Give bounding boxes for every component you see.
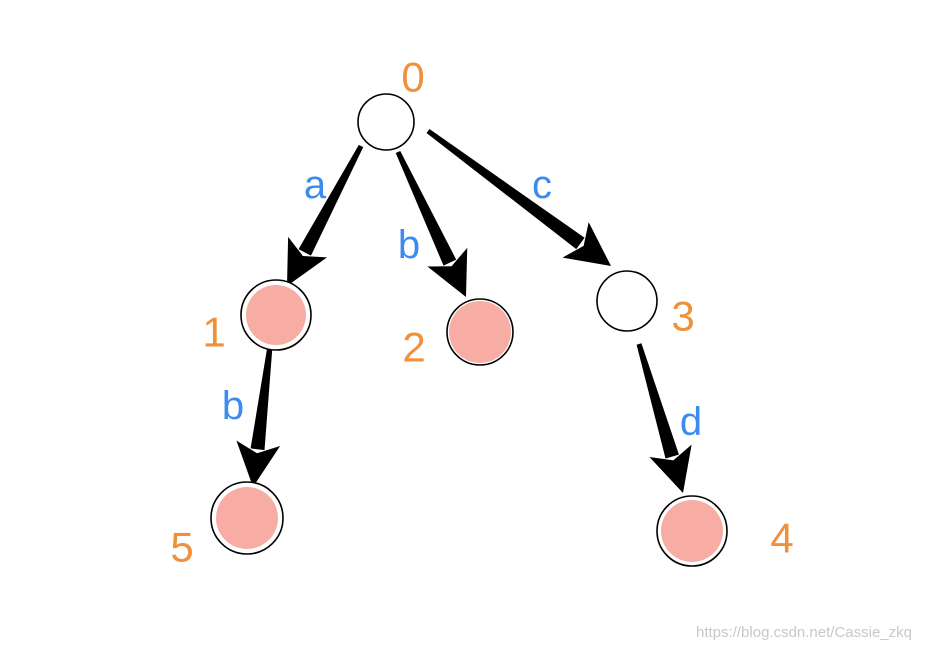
- edge-label-3-4: d: [680, 400, 702, 444]
- node-accepting-fill: [216, 487, 278, 549]
- node-1: [240, 279, 312, 351]
- edge-label-1-5: b: [222, 384, 244, 428]
- edge-0-2: [395, 150, 468, 297]
- labels-layer: a b c b d 0 1 2 3 4 5: [170, 54, 793, 571]
- edge-shaft: [250, 345, 273, 451]
- nodes-layer: [210, 93, 728, 567]
- edge-1-5: [236, 345, 281, 487]
- edge-shaft: [395, 150, 457, 266]
- node-label-4: 4: [770, 515, 793, 562]
- watermark-text: https://blog.csdn.net/Cassie_zkq: [696, 624, 912, 641]
- node-4: [656, 495, 728, 567]
- node-label-0: 0: [401, 54, 424, 101]
- node-0: [357, 93, 415, 151]
- edge-label-0-3: c: [532, 163, 552, 207]
- edge-shaft: [636, 343, 679, 459]
- arrowhead-icon: [236, 440, 281, 487]
- arrowhead-icon: [287, 236, 328, 286]
- node-accepting-fill: [449, 301, 511, 363]
- edge-shaft: [298, 144, 364, 256]
- node-5: [210, 481, 284, 555]
- edge-label-0-2: b: [398, 223, 420, 267]
- node-circle: [596, 270, 658, 332]
- edge-0-1: [287, 144, 364, 286]
- node-accepting-fill: [661, 500, 723, 562]
- node-3: [596, 270, 658, 332]
- arrowhead-icon: [562, 222, 611, 266]
- node-circle: [357, 93, 415, 151]
- edge-3-4: [636, 343, 692, 493]
- edges-layer: [236, 128, 692, 493]
- node-2: [446, 298, 514, 366]
- arrowhead-icon: [427, 247, 468, 297]
- node-label-3: 3: [671, 293, 694, 340]
- edge-label-0-1: a: [304, 163, 327, 207]
- edge-shaft: [426, 128, 585, 250]
- edge-0-3: [426, 128, 611, 266]
- node-accepting-fill: [246, 285, 306, 345]
- node-label-2: 2: [402, 324, 425, 371]
- arrowhead-icon: [649, 444, 692, 493]
- node-label-1: 1: [202, 309, 225, 356]
- node-label-5: 5: [170, 524, 193, 571]
